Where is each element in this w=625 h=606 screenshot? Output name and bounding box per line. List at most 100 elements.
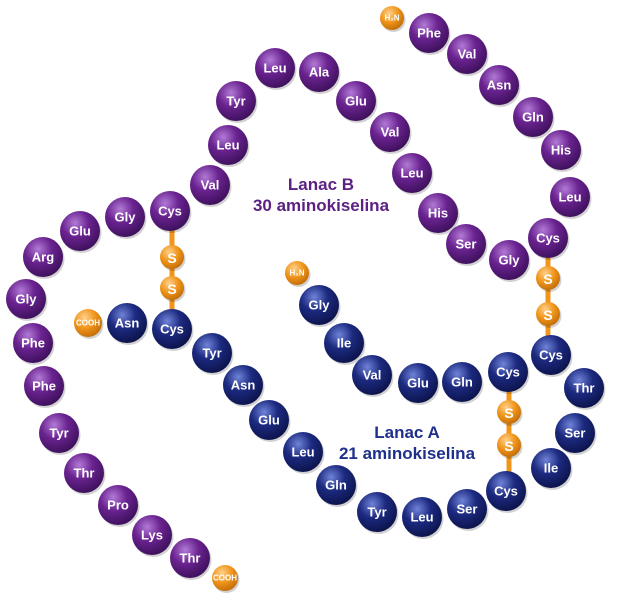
chain-a-residue-12: Ser <box>447 489 489 531</box>
chain-a-residue-16-label: Leu <box>291 445 314 460</box>
chain-b-residue-24: Phe <box>13 323 55 365</box>
chain-a-residue-6: Cys <box>488 352 530 394</box>
chain-b: PheValAsnGlnHisLeuCysGlySerHisLeuValGluA… <box>6 6 592 593</box>
chain-b-residue-3: Asn <box>479 65 521 107</box>
chain-a-residue-15-label: Gln <box>325 478 347 493</box>
chain-b-residue-15: Leu <box>255 48 297 90</box>
chain-a-residue-17: Glu <box>249 400 291 442</box>
chain-b-residue-26-label: Tyr <box>49 426 68 441</box>
chain-b-residue-26: Tyr <box>39 413 81 455</box>
chain-a-residue-18-label: Asn <box>231 378 256 393</box>
chain-b-count: 30 aminokiselina <box>252 196 390 215</box>
chain-b-residue-6-label: Leu <box>558 190 581 205</box>
chain-b-residue-14-label: Ala <box>309 65 330 80</box>
chain-a-residue-21-label: Asn <box>115 316 140 331</box>
sulfur-atom: S <box>160 276 186 302</box>
chain-b-residue-12: Val <box>370 112 412 154</box>
sulfur-atom-label: S <box>167 250 176 266</box>
chain-a-residue-12-label: Ser <box>457 502 478 517</box>
sulfur-atom-label: S <box>504 438 513 454</box>
chain-a-c-terminal-label: COOH <box>76 319 100 328</box>
chain-b-n-terminal: H₂N <box>380 6 406 32</box>
chain-a-n-terminal-label: H₂N <box>289 269 304 278</box>
chain-b-residue-22: Arg <box>23 237 65 279</box>
chain-a-c-terminal: COOH <box>74 309 104 339</box>
chain-a-residue-3-label: Val <box>363 368 382 383</box>
chain-b-name: Lanac B <box>287 175 355 194</box>
chain-b-residue-7: Cys <box>528 218 570 260</box>
chain-a-residue-11: Cys <box>486 471 528 513</box>
chain-a-residue-9-label: Ser <box>565 426 586 441</box>
chain-a-residue-5: Gln <box>442 362 484 404</box>
sulfur-atom-label: S <box>167 281 176 297</box>
chain-b-residue-29-label: Lys <box>141 528 163 543</box>
disulfide-bond-a6-a11: SS <box>497 372 523 491</box>
sulfur-atom: S <box>497 433 523 459</box>
chain-a-residue-7: Cys <box>531 335 573 377</box>
chain-b-residue-5: His <box>541 130 583 172</box>
chain-b-residue-17: Leu <box>208 125 250 167</box>
sulfur-atom: S <box>536 302 562 328</box>
chain-b-residue-28: Pro <box>98 485 140 527</box>
chain-b-residue-10-label: His <box>428 206 448 221</box>
chain-b-residue-7-label: Cys <box>536 231 560 246</box>
sulfur-atom: S <box>160 245 186 271</box>
chain-a-residue-9: Ser <box>555 413 597 455</box>
chain-a-residue-2: Ile <box>324 323 366 365</box>
chain-a-count: 21 aminokiselina <box>338 444 476 463</box>
chain-b-residue-2: Val <box>447 34 489 76</box>
chain-a-residue-15: Gln <box>316 465 358 507</box>
chain-b-residue-30-label: Thr <box>180 551 201 566</box>
chain-b-residue-1: Phe <box>409 13 451 55</box>
chain-b-residue-23-label: Gly <box>16 292 38 307</box>
chain-b-residue-13: Glu <box>336 81 378 123</box>
chain-b-residue-16: Tyr <box>216 81 258 123</box>
chain-b-residue-9-label: Ser <box>456 237 477 252</box>
chain-b-residue-25-label: Phe <box>32 379 56 394</box>
chain-b-residue-24-label: Phe <box>21 336 45 351</box>
chain-b-residue-15-label: Leu <box>263 61 286 76</box>
chain-a-residue-7-label: Cys <box>539 348 563 363</box>
chain-a-residue-4: Glu <box>398 363 440 405</box>
chain-a-residue-8: Thr <box>564 368 606 410</box>
chain-a-residue-1-label: Gly <box>309 298 331 313</box>
chain-b-c-terminal: COOH <box>212 565 240 593</box>
chain-b-residue-18: Val <box>190 165 232 207</box>
chain-a-residue-8-label: Thr <box>574 381 595 396</box>
chain-a-residue-2-label: Ile <box>337 336 351 351</box>
chain-b-residue-11: Leu <box>392 153 434 195</box>
chain-b-residue-12-label: Val <box>381 125 400 140</box>
chain-a-residue-19: Tyr <box>192 333 234 375</box>
chain-a-name: Lanac A <box>374 423 440 442</box>
chain-a-residue-5-label: Gln <box>451 375 473 390</box>
chain-b-residue-18-label: Val <box>201 178 220 193</box>
chain-b-residue-29: Lys <box>132 515 174 557</box>
chain-b-residue-27: Thr <box>64 453 106 495</box>
chain-b-residue-19-label: Cys <box>158 204 182 219</box>
chain-b-residue-21: Glu <box>60 211 102 253</box>
chain-b-residue-6: Leu <box>550 177 592 219</box>
sulfur-atom: S <box>497 400 523 426</box>
chain-b-residue-13-label: Glu <box>345 94 367 109</box>
chain-b-residue-19: Cys <box>150 191 192 233</box>
chain-a-residue-16: Leu <box>283 432 325 474</box>
chain-a-residue-21: Asn <box>107 303 149 345</box>
chain-b-residue-8: Gly <box>489 240 531 282</box>
chain-a-residue-18: Asn <box>223 365 265 407</box>
chain-b-residue-22-label: Arg <box>32 250 54 265</box>
chain-b-label: Lanac B 30 aminokiselina <box>232 174 410 216</box>
chain-b-residue-20-label: Gly <box>115 210 137 225</box>
chain-a-residue-11-label: Cys <box>494 484 518 499</box>
chain-b-n-terminal-label: H₂N <box>384 14 399 23</box>
chain-b-residue-23: Gly <box>6 279 48 321</box>
sulfur-atom-label: S <box>543 307 552 323</box>
chain-a-residue-10-label: Ile <box>544 461 558 476</box>
chain-a-n-terminal: H₂N <box>285 261 311 287</box>
chain-a-residue-1: Gly <box>299 285 341 327</box>
chain-b-residue-17-label: Leu <box>216 138 239 153</box>
chain-b-residue-21-label: Glu <box>69 224 91 239</box>
chain-a-residue-13-label: Leu <box>410 510 433 525</box>
